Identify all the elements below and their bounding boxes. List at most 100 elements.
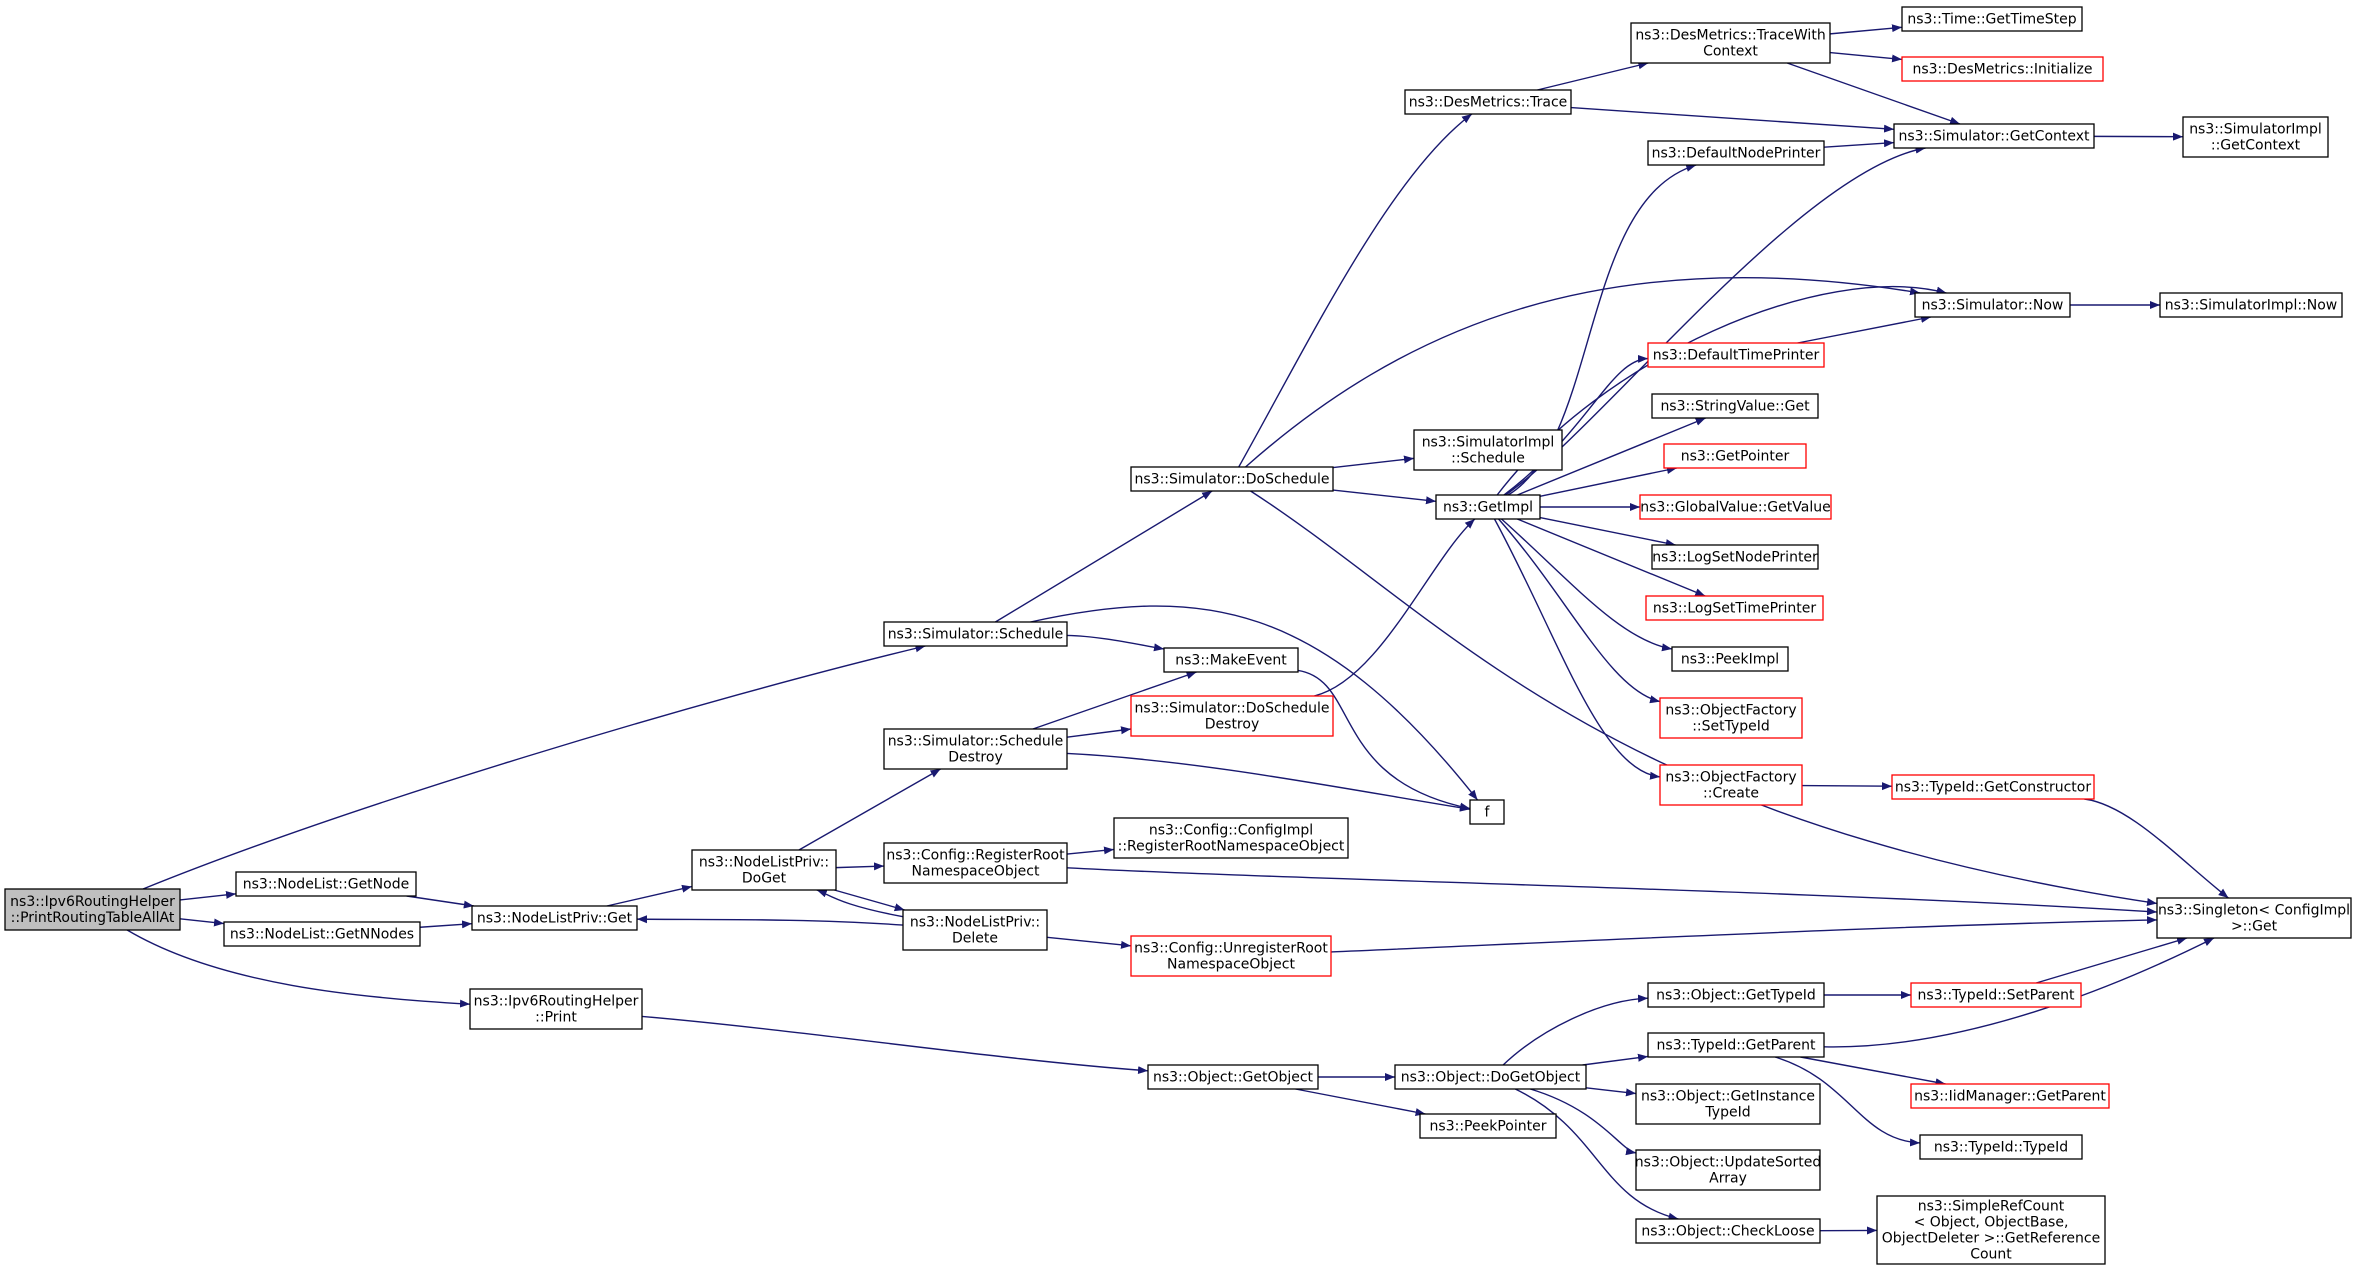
node-simimplnow[interactable]: ns3::SimulatorImpl::Now — [2159, 292, 2343, 318]
node-label: ns3::Time::GetTimeStep — [1907, 12, 2076, 28]
edge-simdoschedule-to-singleton — [1250, 490, 2158, 906]
node-box — [1435, 494, 1541, 520]
node-objgettypeid[interactable]: ns3::Object::GetTypeId — [1647, 982, 1825, 1008]
edge-simschedestroy-to-f — [1066, 752, 1471, 812]
node-logsetnode[interactable]: ns3::LogSetNodePrinter — [1651, 544, 1819, 570]
node-objdogetobject[interactable]: ns3::Object::DoGetObject — [1394, 1064, 1587, 1090]
node-getnode[interactable]: ns3::NodeList::GetNode — [235, 871, 417, 897]
node-unregroot[interactable]: ns3::Config::UnregisterRootNamespaceObje… — [1130, 935, 1332, 977]
edge-getimpl-to-getpointer — [1539, 466, 1678, 497]
node-label: ns3::Simulator::GetContext — [1898, 129, 2090, 145]
node-typeidtypeid[interactable]: ns3::TypeId::TypeId — [1919, 1134, 2083, 1160]
node-getimpl[interactable]: ns3::GetImpl — [1435, 494, 1541, 520]
edge-typeidgetparent-to-typeidtypeid — [1774, 1056, 1921, 1147]
edge-simdoschedule-to-desmtrace — [1238, 113, 1473, 468]
edge-desmtrace-to-desmtracewith — [1537, 61, 1649, 91]
edge-nlpdoget-to-simschedestroy — [798, 768, 941, 851]
edge-objdogetobject-to-objgettypeid — [1502, 994, 1649, 1066]
node-label: ns3::Simulator::DoSchedule — [1135, 701, 1330, 717]
node-deftimeprinter[interactable]: ns3::DefaultTimePrinter — [1647, 342, 1825, 368]
node-simimplschedule[interactable]: ns3::SimulatorImpl::Schedule — [1413, 429, 1563, 471]
node-cfgimplreg[interactable]: ns3::Config::ConfigImpl::RegisterRootNam… — [1113, 817, 1349, 859]
node-simnow[interactable]: ns3::Simulator::Now — [1914, 292, 2071, 318]
edge-getimpl-to-peekimpl — [1501, 518, 1673, 652]
node-box — [1659, 764, 1803, 806]
node-label: ns3::Object::UpdateSorted — [1635, 1155, 1821, 1171]
edge-getimpl-to-deftimeprinter — [1503, 354, 1649, 496]
node-getpointer[interactable]: ns3::GetPointer — [1663, 443, 1807, 469]
edge-regroot-to-cfgimplreg — [1066, 846, 1115, 855]
node-strvalget[interactable]: ns3::StringValue::Get — [1651, 393, 1819, 419]
node-objgetobject[interactable]: ns3::Object::GetObject — [1147, 1064, 1319, 1090]
node-label: TypeId — [1704, 1105, 1750, 1121]
node-label: ns3::LogSetNodePrinter — [1652, 550, 1818, 566]
edge-deftimeprinter-to-simnow — [1797, 314, 1932, 344]
node-label: Destroy — [948, 750, 1002, 766]
node-simdoschedule[interactable]: ns3::Simulator::DoSchedule — [1130, 466, 1334, 492]
function-nodes: ns3::Ipv6RoutingHelper::PrintRoutingTabl… — [4, 6, 2352, 1265]
node-gvgetvalue[interactable]: ns3::GlobalValue::GetValue — [1639, 494, 1832, 520]
node-label: ns3::TypeId::GetParent — [1657, 1038, 1816, 1054]
node-box — [1404, 89, 1572, 115]
node-label: ::SetTypeId — [1692, 719, 1770, 735]
node-label: ns3::ObjectFactory — [1665, 703, 1796, 719]
node-box — [1651, 393, 1819, 419]
node-getnnodes[interactable]: ns3::NodeList::GetNNodes — [223, 921, 421, 947]
node-simschedule[interactable]: ns3::Simulator::Schedule — [883, 621, 1068, 647]
node-objcheckloose[interactable]: ns3::Object::CheckLoose — [1635, 1218, 1821, 1244]
node-label: ns3::Object::GetTypeId — [1656, 988, 1816, 1004]
node-desmtrace[interactable]: ns3::DesMetrics::Trace — [1404, 89, 1572, 115]
node-simimplgetctx[interactable]: ns3::SimulatorImpl::GetContext — [2182, 116, 2329, 158]
node-nlpdelete[interactable]: ns3::NodeListPriv::Delete — [902, 909, 1048, 951]
node-peekimpl[interactable]: ns3::PeekImpl — [1671, 646, 1789, 672]
node-ofcreate[interactable]: ns3::ObjectFactory::Create — [1659, 764, 1803, 806]
node-ipv6print[interactable]: ns3::Ipv6RoutingHelper::Print — [469, 988, 643, 1030]
edge-simschedule-to-f — [1030, 605, 1479, 801]
edge-desmtrace-to-simgetctx — [1570, 106, 1895, 133]
node-iidgetparent[interactable]: ns3::IidManager::GetParent — [1910, 1083, 2110, 1109]
node-label: ns3::DesMetrics::Initialize — [1912, 62, 2092, 78]
node-defnodeprinter[interactable]: ns3::DefaultNodePrinter — [1647, 140, 1825, 166]
node-nlpdoget[interactable]: ns3::NodeListPriv::DoGet — [691, 849, 837, 891]
node-typeidgetctor[interactable]: ns3::TypeId::GetConstructor — [1891, 774, 2095, 800]
node-box — [1130, 695, 1334, 737]
node-ofsettypeid[interactable]: ns3::ObjectFactory::SetTypeId — [1659, 697, 1803, 739]
node-label: ns3::GetImpl — [1443, 500, 1533, 516]
node-root[interactable]: ns3::Ipv6RoutingHelper::PrintRoutingTabl… — [4, 888, 181, 931]
node-label: ns3::Simulator::Now — [1922, 298, 2064, 314]
node-box — [1639, 494, 1832, 520]
node-typeidgetparent[interactable]: ns3::TypeId::GetParent — [1647, 1032, 1825, 1058]
node-label: ns3::DefaultNodePrinter — [1652, 146, 1821, 162]
node-regroot[interactable]: ns3::Config::RegisterRootNamespaceObject — [883, 842, 1068, 884]
node-box — [1914, 292, 2071, 318]
node-singleton[interactable]: ns3::Singleton< ConfigImpl>::Get — [2156, 897, 2352, 939]
edge-simschedestroy-to-simdoschedestroy — [1066, 726, 1132, 738]
node-box — [1901, 6, 2083, 32]
node-typeidsetparent[interactable]: ns3::TypeId::SetParent — [1910, 982, 2082, 1008]
node-label: ::RegisterRootNamespaceObject — [1118, 839, 1345, 855]
node-label: ns3::Singleton< ConfigImpl — [2158, 903, 2350, 919]
node-logsettime[interactable]: ns3::LogSetTimePrinter — [1645, 595, 1824, 621]
node-box — [469, 988, 643, 1030]
node-label: ns3::NodeListPriv:: — [699, 855, 829, 871]
node-nlpget[interactable]: ns3::NodeListPriv::Get — [471, 905, 638, 931]
node-label: ns3::GetPointer — [1681, 449, 1790, 465]
node-desminit[interactable]: ns3::DesMetrics::Initialize — [1901, 56, 2104, 82]
node-f[interactable]: f — [1469, 799, 1505, 825]
node-peekpointer[interactable]: ns3::PeekPointer — [1419, 1113, 1557, 1139]
node-timegetstep[interactable]: ns3::Time::GetTimeStep — [1901, 6, 2083, 32]
node-simplerefcount[interactable]: ns3::SimpleRefCount< Object, ObjectBase,… — [1876, 1195, 2106, 1265]
node-makeevent[interactable]: ns3::MakeEvent — [1163, 647, 1299, 673]
node-label: ns3::StringValue::Get — [1660, 399, 1810, 415]
node-label: ns3::Ipv6RoutingHelper — [474, 994, 639, 1010]
node-simgetctx[interactable]: ns3::Simulator::GetContext — [1893, 123, 2095, 149]
edge-ofcreate-to-typeidgetctor — [1801, 782, 1893, 791]
edge-objdogetobject-to-objupdsorted — [1530, 1088, 1637, 1156]
node-box — [1130, 466, 1334, 492]
edge-simdoschedule-to-getimpl — [1332, 489, 1437, 505]
